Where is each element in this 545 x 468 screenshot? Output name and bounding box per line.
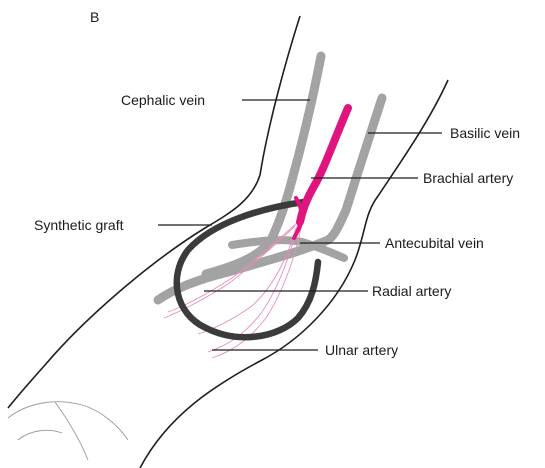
label-basilic-vein: Basilic vein (450, 125, 520, 141)
panel-letter: B (90, 9, 99, 25)
arm-outline-medial (140, 80, 448, 468)
label-brachial-artery: Brachial artery (423, 170, 513, 186)
label-ulnar-artery: Ulnar artery (325, 342, 398, 358)
basilic-vein (158, 98, 382, 300)
label-synthetic-graft: Synthetic graft (34, 217, 124, 233)
arm-outline (8, 16, 448, 468)
label-radial-artery: Radial artery (372, 283, 451, 299)
label-cephalic-vein: Cephalic vein (121, 92, 205, 108)
label-antecubital-vein: Antecubital vein (385, 235, 484, 251)
hand-sketch (8, 402, 128, 460)
